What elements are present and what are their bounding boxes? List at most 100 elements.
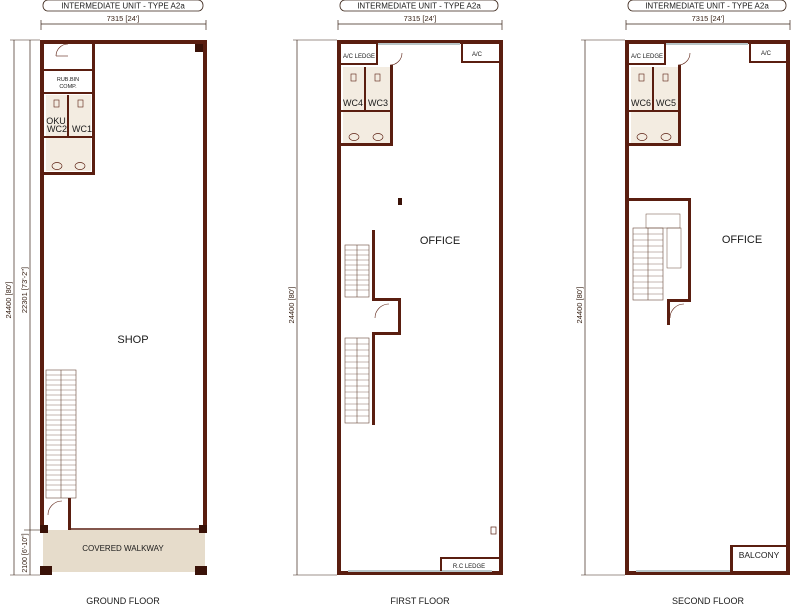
wc-partition	[629, 110, 679, 112]
staircase-icon	[45, 369, 77, 530]
rear-door-arc	[55, 43, 69, 57]
toilet-icon	[638, 73, 645, 82]
first-floor-caption: FIRST FLOOR	[390, 596, 450, 605]
door-arc	[677, 52, 691, 66]
bottom-wall	[625, 571, 790, 575]
ground-floor-caption: GROUND FLOOR	[86, 596, 160, 605]
width-dim-label: 7315 [24']	[107, 14, 140, 23]
ac-box-wall	[749, 44, 751, 63]
oku-label: OKU	[46, 116, 66, 126]
left-wall	[625, 40, 629, 575]
office-label: OFFICE	[420, 235, 460, 247]
wc-block-wall	[678, 65, 681, 145]
wash-basin-icon	[74, 162, 86, 170]
wc2-label: WC2	[47, 124, 67, 134]
header-box	[42, 0, 204, 12]
ac-box-wall	[461, 61, 499, 63]
overall-depth-label: 24400 [80']	[575, 287, 584, 324]
header-box	[627, 0, 787, 12]
rubbish-label-1: RUB.BIN	[57, 77, 79, 83]
balcony-label: BALCONY	[739, 550, 780, 560]
wash-basin-icon	[348, 133, 360, 141]
column	[195, 566, 207, 575]
wc6-label: WC6	[631, 98, 651, 108]
rc-ledge-wall	[440, 557, 442, 571]
wc-block-wall	[390, 65, 393, 145]
rubbish-room-wall	[44, 69, 92, 71]
rc-ledge-wall	[440, 557, 499, 559]
header-title: INTERMEDIATE UNIT - TYPE A2a	[357, 2, 481, 11]
toilet-icon	[77, 99, 84, 108]
wash-basin-icon	[51, 162, 63, 170]
column	[199, 525, 207, 533]
ac-label: A/C	[761, 51, 772, 57]
first-floor-depth-dim: 24400 [80']	[287, 39, 337, 576]
width-dim-label: 7315 [24']	[404, 14, 437, 23]
column	[398, 198, 402, 205]
column	[40, 525, 48, 533]
bottom-wall	[337, 571, 503, 575]
ground-floor-depth-dims: 24400 [80'] 22301 [73'-2"] 2100 [6'-10"]	[4, 39, 40, 576]
column	[490, 526, 497, 535]
door-arc	[389, 52, 403, 66]
width-dim-label: 7315 [24']	[692, 14, 725, 23]
overall-depth-label: 24400 [80']	[4, 282, 13, 319]
first-floor-header: INTERMEDIATE UNIT - TYPE A2a 7315 [24']	[337, 0, 503, 30]
top-wall	[625, 40, 790, 44]
rubbish-label-2: COMP.	[59, 84, 77, 90]
top-wall	[337, 40, 503, 44]
header-title: INTERMEDIATE UNIT - TYPE A2a	[645, 2, 769, 11]
walkway-label: COVERED WALKWAY	[82, 544, 164, 553]
wc-partition	[652, 67, 654, 111]
wc-partition	[364, 67, 366, 111]
column	[195, 44, 203, 52]
wc3-label: WC3	[368, 98, 388, 108]
office-label: OFFICE	[722, 234, 762, 246]
right-wall	[499, 40, 503, 575]
balcony-wall	[730, 545, 733, 571]
wash-basin-icon	[660, 133, 672, 141]
ac-ledge-label: A/C LEDGE	[631, 54, 663, 60]
ac-ledge-wall	[341, 63, 378, 65]
ac-ledge-label: A/C LEDGE	[343, 54, 375, 60]
ground-floor-plan: INTERMEDIATE UNIT - TYPE A2a 7315 [24'] …	[4, 0, 207, 605]
walkway-depth-label: 2100 [6'-10"]	[22, 533, 29, 572]
ac-box-wall	[749, 61, 786, 63]
toilet-icon	[662, 73, 669, 82]
rc-ledge-label: R.C LEDGE	[453, 564, 485, 570]
second-floor-header: INTERMEDIATE UNIT - TYPE A2a 7315 [24']	[625, 0, 791, 30]
header-title: INTERMEDIATE UNIT - TYPE A2a	[61, 2, 185, 11]
top-wall	[40, 40, 207, 44]
second-floor-plan: INTERMEDIATE UNIT - TYPE A2a 7315 [24'] …	[575, 0, 791, 605]
service-block-wall	[92, 44, 95, 174]
wash-basin-icon	[636, 133, 648, 141]
ac-box-wall	[461, 44, 463, 63]
toilet-icon	[53, 99, 60, 108]
shop-label: SHOP	[117, 334, 148, 346]
balcony-wall	[730, 545, 786, 547]
column	[40, 566, 52, 575]
service-block-base	[44, 172, 95, 175]
right-wall	[786, 40, 790, 575]
inner-depth-label: 22301 [73'-2"]	[20, 267, 29, 313]
toilet-icon	[374, 73, 381, 82]
wc-partition	[67, 95, 69, 137]
covered-walkway-area	[43, 530, 205, 572]
ac-label: A/C	[472, 52, 483, 58]
left-wall	[40, 40, 44, 530]
rubbish-room-wall	[44, 92, 92, 94]
second-floor-caption: SECOND FLOOR	[672, 596, 745, 605]
right-wall	[203, 40, 207, 530]
wc-block-base	[341, 143, 393, 146]
toilet-icon	[350, 73, 357, 82]
wash-basin-icon	[372, 133, 384, 141]
wc-block-base	[629, 143, 681, 146]
wc1-label: WC1	[72, 124, 92, 134]
wc5-label: WC5	[656, 98, 676, 108]
wc-partition	[44, 136, 92, 138]
ground-floor-header: INTERMEDIATE UNIT - TYPE A2a 7315 [24']	[40, 0, 207, 30]
staircase-icon	[629, 198, 691, 325]
staircase-icon	[344, 230, 401, 425]
left-wall	[337, 40, 341, 575]
